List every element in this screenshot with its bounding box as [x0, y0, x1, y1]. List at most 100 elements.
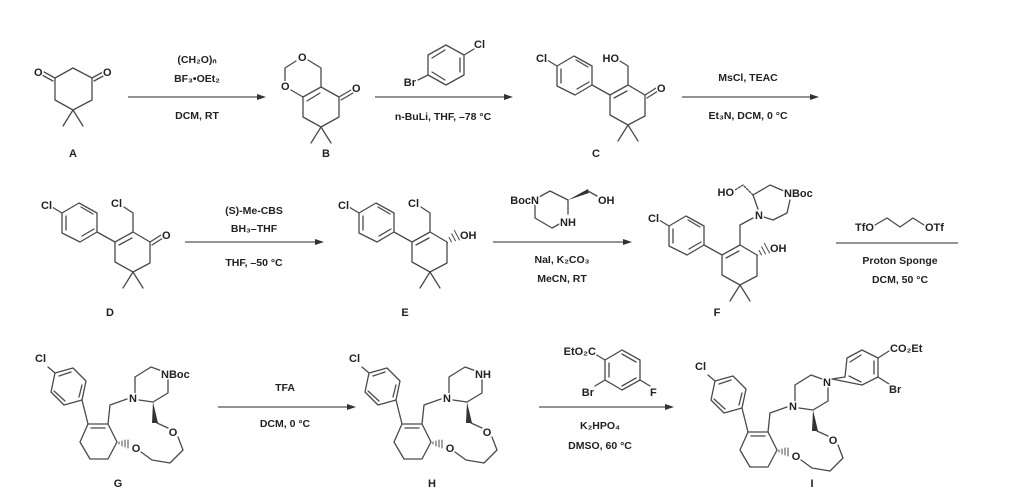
- atom-label: Br: [404, 77, 417, 89]
- atom-label: O: [483, 427, 492, 439]
- atom-label: OTf: [925, 222, 944, 234]
- atom-label: O: [169, 427, 178, 439]
- compound-label-c: C: [592, 148, 600, 160]
- condition-text: K₂HPO₄: [580, 420, 620, 432]
- atom-label: Cl: [35, 353, 46, 365]
- step-1: (CH₂O)ₙ BF₃•OEt₂ DCM, RT: [128, 54, 266, 122]
- compound-e: Cl Cl OH E: [337, 197, 479, 320]
- step-7: TFA DCM, 0 °C: [218, 382, 356, 430]
- atom-label: Br: [889, 384, 902, 396]
- atom-label: Cl: [338, 200, 349, 212]
- step-5: NaI, K₂CO₃ MeCN, RT: [493, 239, 632, 285]
- atom-label: HO: [718, 187, 735, 199]
- atom-label: N: [443, 393, 451, 405]
- compound-i: Cl N N O O CO₂Et Br I: [694, 342, 925, 491]
- atom-label: OH: [460, 230, 477, 242]
- reagent-propane-ditriflate: TfO OTf: [854, 217, 946, 236]
- compound-f: Cl N NBoc HO OH F: [647, 184, 814, 319]
- condition-text: Et₃N, DCM, 0 °C: [708, 110, 787, 122]
- atom-label: Cl: [474, 39, 485, 51]
- reagent-text: TFA: [275, 382, 295, 394]
- atom-label: Cl: [408, 198, 419, 210]
- condition-text: DCM, 50 °C: [872, 274, 929, 286]
- atom-label: O: [792, 451, 801, 463]
- atom-label: O: [446, 443, 455, 455]
- compound-label-f: F: [714, 307, 721, 319]
- step-4: (S)-Me-CBS BH₃–THF THF, –50 °C: [185, 205, 324, 269]
- reagent-text: (S)-Me-CBS: [225, 205, 283, 217]
- condition-text: DCM, RT: [175, 110, 219, 122]
- atom-label: O: [829, 435, 838, 447]
- atom-label: OH: [770, 243, 787, 255]
- reagent-bromochlorobenzene: Br Cl: [402, 38, 486, 91]
- condition-text: THF, –50 °C: [225, 257, 283, 269]
- condition-text: MeCN, RT: [537, 273, 587, 285]
- arrow-head: [810, 94, 819, 100]
- condition-text: Proton Sponge: [862, 255, 937, 267]
- compound-label-h: H: [428, 478, 436, 490]
- compound-label-d: D: [106, 307, 114, 319]
- atom-label: Cl: [349, 353, 360, 365]
- atom-label: NBoc: [784, 188, 813, 200]
- atom-label: F: [650, 387, 657, 399]
- compound-label-a: A: [69, 148, 77, 160]
- atom-label: O: [298, 52, 307, 64]
- atom-label: NH: [475, 369, 491, 381]
- reagent-text: BH₃–THF: [231, 223, 278, 235]
- reagent-boc-piperazine-methanol: BocN OH NH: [509, 189, 616, 231]
- arrow-head: [257, 94, 266, 100]
- step-8: K₂HPO₄ DMSO, 60 °C: [539, 404, 674, 452]
- atom-label: N: [755, 210, 763, 222]
- compound-label-b: B: [322, 148, 330, 160]
- reagent-text: BF₃•OEt₂: [174, 73, 220, 85]
- atom-label: O: [162, 230, 171, 242]
- atom-label: Cl: [695, 361, 706, 373]
- arrow-head: [665, 404, 674, 410]
- reagent-ethyl-bromofluorobenzoate: EtO₂C Br F: [562, 345, 658, 401]
- step-3: MsCl, TEAC Et₃N, DCM, 0 °C: [682, 72, 819, 122]
- atom-label: Cl: [111, 198, 122, 210]
- atom-label: Cl: [41, 200, 52, 212]
- atom-label: EtO₂C: [564, 346, 596, 358]
- compound-g: Cl N NBoc O O G: [34, 352, 192, 491]
- reagent-text: (CH₂O)ₙ: [177, 54, 217, 66]
- atom-label: O: [34, 67, 43, 79]
- compound-label-i: I: [810, 478, 813, 490]
- atom-label: Cl: [536, 53, 547, 65]
- atom-label: TfO: [855, 222, 874, 234]
- atom-label: BocN: [510, 195, 539, 207]
- compound-b: O O O B: [280, 51, 363, 161]
- atom-label: N: [789, 401, 797, 413]
- atom-label: O: [352, 83, 361, 95]
- arrow-head: [504, 94, 513, 100]
- atom-label: HO: [603, 53, 620, 65]
- atom-label: O: [657, 83, 666, 95]
- atom-label: NBoc: [161, 369, 190, 381]
- atom-label: Cl: [648, 213, 659, 225]
- condition-text: n-BuLi, THF, –78 °C: [395, 111, 492, 123]
- atom-label: O: [103, 67, 112, 79]
- compound-a: O O A: [33, 66, 114, 161]
- atom-label: O: [132, 443, 141, 455]
- atom-label: N: [823, 377, 831, 389]
- arrow-head: [315, 239, 324, 245]
- compound-label-e: E: [401, 307, 408, 319]
- compound-d: Cl Cl O D: [40, 197, 173, 320]
- atom-label: N: [129, 393, 137, 405]
- condition-text: NaI, K₂CO₃: [534, 254, 589, 266]
- atom-label: Br: [582, 387, 595, 399]
- atom-label: CO₂Et: [890, 343, 923, 355]
- atom-label: NH: [560, 217, 576, 229]
- atom-label: OH: [598, 195, 615, 207]
- step-6: Proton Sponge DCM, 50 °C: [836, 242, 958, 286]
- arrow-head: [347, 404, 356, 410]
- atom-label: O: [281, 81, 290, 93]
- condition-text: DCM, 0 °C: [260, 418, 311, 430]
- reagent-text: MsCl, TEAC: [718, 72, 778, 84]
- condition-text: DMSO, 60 °C: [568, 440, 632, 452]
- arrow-head: [623, 239, 632, 245]
- compound-label-g: G: [114, 478, 123, 490]
- compound-h: Cl N NH O O H: [348, 352, 498, 490]
- compound-c: Cl HO O C: [535, 52, 668, 161]
